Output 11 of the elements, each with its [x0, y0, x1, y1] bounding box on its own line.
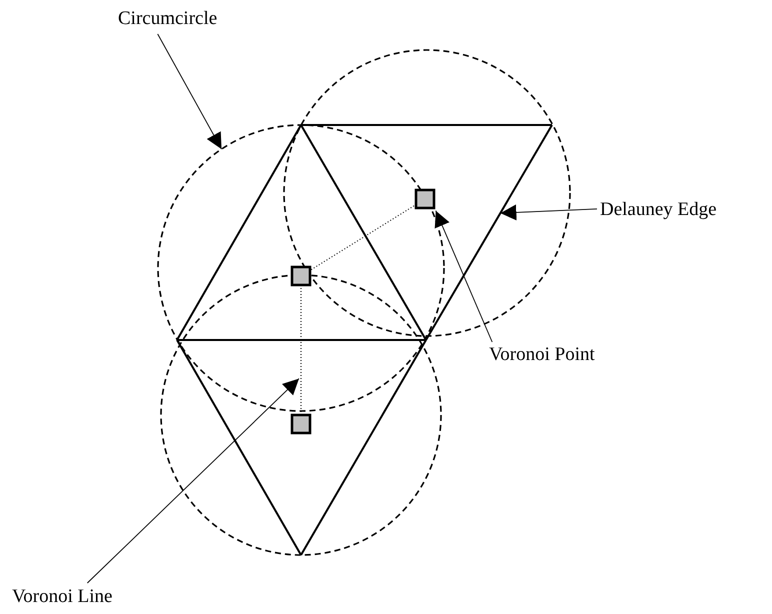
- delaunay-edge-line: [425, 124, 553, 340]
- leader-line: [86, 378, 300, 584]
- circumcircle: [157, 124, 445, 412]
- callout-label: Circumcircle: [118, 8, 218, 30]
- callout-label: Delauney Edge: [600, 199, 717, 221]
- callout-label: Voronoi Line: [12, 586, 112, 608]
- leader-line: [434, 210, 493, 342]
- voronoi-point-marker: [414, 188, 436, 210]
- callout-label: Voronoi Point: [489, 344, 595, 366]
- leader-line: [157, 34, 222, 150]
- leader-line: [500, 204, 598, 220]
